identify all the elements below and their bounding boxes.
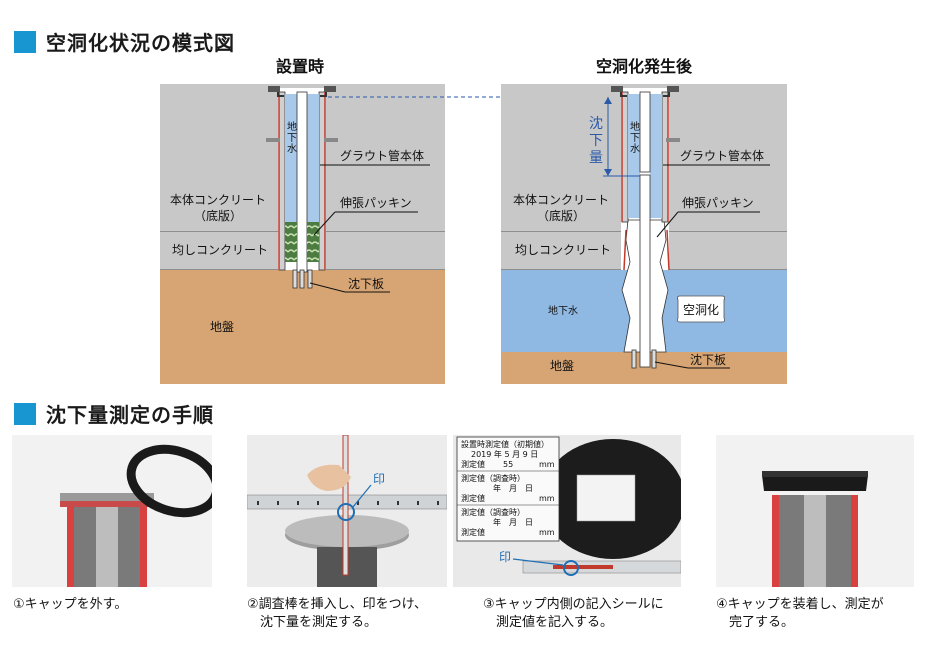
section-title-schematic: 空洞化状況の模式図 [46,31,235,55]
pipe-water-column [285,94,297,222]
label-vchar: 沈 [589,116,603,132]
sticker-row3-title: 測定値（調査時） [461,507,525,517]
photo-step2-insert-rod: 印 [247,435,447,587]
label-plate: 沈下板 [690,352,726,367]
label-vchar: 下 [630,133,640,144]
section-marker-icon [14,402,36,425]
label-leveling: 均しコンクリート [172,243,268,257]
label-ground: 地盤 [550,359,574,373]
label-vchar: 下 [589,133,603,149]
packing-coil [285,222,297,262]
sticker-row3-date: 年 月 日 [493,517,533,527]
sticker-row3-unit: mm [539,528,555,537]
label-vchar: 地 [630,120,640,133]
label-mark: 印 [373,472,385,486]
label-vchar: 水 [287,143,297,155]
diagram-title-after-cavity: 空洞化発生後 [596,57,693,76]
sticker-row2-value-label: 測定値 [461,493,485,503]
mark-circle-icon [563,560,579,576]
label-vchar: 量 [589,150,603,166]
label-vchar: 下 [287,133,297,144]
label-packing: 伸張パッキン [340,196,412,210]
sticker-row1-value: 55 [503,460,513,469]
svg-text:設置時測定値（初期値） 2019 年 5 月 9 日: 設置時測定値（初期値） 2019 年 5 月 9 日 測定値 55 mm 測定値… [461,439,557,537]
ground-layer [160,270,445,384]
label-cavity: 空洞化 [683,303,719,317]
sticker-row3-value-label: 測定値 [461,527,485,537]
packing-coil [307,222,319,262]
section-title-procedure: 沈下量測定の手順 [46,403,214,427]
sticker-row1-value-label: 測定値 [461,459,485,469]
label-body-concrete: 本体コンクリート [170,193,266,207]
label-body-concrete-sub: （底版） [194,208,242,223]
mark-circle-icon [337,503,355,521]
label-body-concrete: 本体コンクリート [513,193,609,207]
label-settlement: 沈 下 量 [589,116,607,166]
sticker-row1-title: 設置時測定値（初期値） [461,439,549,449]
step1-caption: ①キャップを外す。 [13,597,128,612]
label-plate: 沈下板 [348,276,384,291]
diagram-installation: 設置時 地 下 水 [160,57,445,384]
diagram-title-installation: 設置時 [276,57,324,76]
label-groundwater: 地下水 [548,304,578,317]
label-body-concrete-sub: （底版） [537,208,585,223]
photo-step4-attach-cap [716,435,914,587]
label-ground: 地盤 [210,320,234,334]
label-water-in-pipe: 地 下 水 [287,120,300,155]
label-leveling: 均しコンクリート [515,243,611,257]
step4-caption: ④キャップを装着し、測定が 完了する。 [716,597,884,630]
sticker-row2-date: 年 月 日 [493,483,533,493]
photo-step1-remove-cap [12,435,212,587]
label-vchar: 地 [287,120,297,133]
sticker-row1-date: 2019 年 5 月 9 日 [471,449,538,459]
cavity-label-box [676,295,726,323]
hand [307,464,351,491]
label-vchar: 水 [630,143,640,155]
pipe-water-column [628,94,640,218]
label-packing: 伸張パッキン [682,196,754,210]
sticker-row2-unit: mm [539,494,555,503]
grout-pipe-inner [296,91,308,273]
step3-caption: ③キャップ内側の記入シールに 測定値を記入する。 [483,597,664,630]
step2-caption: ②調査棒を挿入し、印をつけ、 沈下量を測定する。 [247,597,428,630]
section-marker-icon [14,30,36,53]
grout-pipe-inner [639,174,651,368]
label-mark: 印 [499,550,511,564]
label-grout: グラウト管本体 [680,148,764,163]
cap-ring-icon [126,444,212,518]
sticker-row1-unit: mm [539,460,555,469]
photo-step3-record-sticker: 設置時測定値（初期値） 2019 年 5 月 9 日 測定値 55 mm 測定値… [453,435,681,587]
section-header-schematic: 空洞化状況の模式図 [14,27,235,56]
label-grout: グラウト管本体 [340,148,424,163]
section-header-procedure: 沈下量測定の手順 [14,399,214,428]
label-water-in-pipe: 地 下 水 [630,120,643,155]
diagram-after-cavity: 空洞化発生後 沈 [501,57,787,384]
schematic-diagrams: 設置時 地 下 水 [160,57,787,384]
sticker-row2-title: 測定値（調査時） [461,473,525,483]
cap-icon [762,475,868,491]
record-sticker [456,436,560,542]
